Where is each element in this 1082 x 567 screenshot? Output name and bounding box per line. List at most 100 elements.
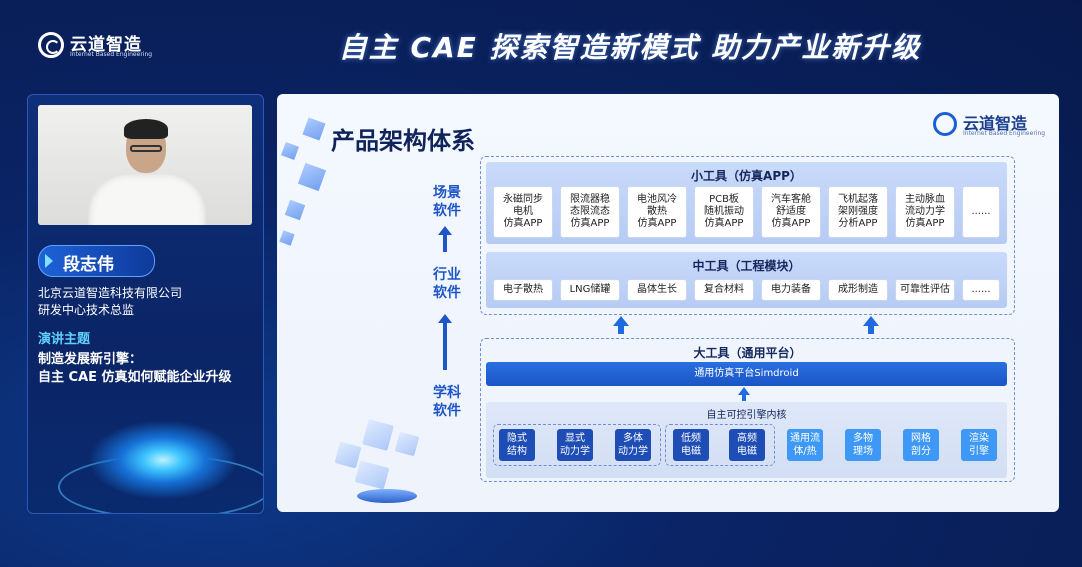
kernel-item: 多体动力学 — [615, 429, 651, 461]
brand-icon — [933, 112, 957, 136]
medium-tool-item: 晶体生长 — [627, 279, 687, 301]
small-tool-item: PCB板随机振动仿真APP — [694, 186, 754, 238]
kernel-item-line: 网格 — [911, 433, 931, 444]
layer-label-industry: 行业 软件 — [433, 267, 461, 301]
kernel-item-line: 结构 — [507, 446, 527, 457]
speaker-video — [38, 105, 252, 225]
small-tool-item-line: 限流器稳 — [570, 194, 610, 205]
kernel-item-line: 电磁 — [681, 446, 701, 457]
small-tool-item-line: 电池风冷 — [637, 194, 677, 205]
arrow-up-icon — [863, 316, 879, 326]
small-tool-item: ...... — [962, 186, 1000, 238]
logo-name: 云道智造 — [70, 35, 142, 55]
kernel-item: 显式动力学 — [557, 429, 593, 461]
medium-tool-item: 电子散热 — [493, 279, 553, 301]
kernel-item: 低频电磁 — [673, 429, 709, 461]
kernel-item: 通用流体/热 — [787, 429, 823, 461]
medium-tool-item: 可靠性评估 — [895, 279, 955, 301]
slide: 产品架构体系 云道智造 Internet Based Engineering 场… — [277, 94, 1059, 512]
medium-tool-item: 电力装备 — [761, 279, 821, 301]
topic: 制造发展新引擎： 自主 CAE 仿真如何赋能企业升级 — [38, 351, 232, 387]
medium-tools-title: 中工具（工程模块） — [692, 259, 801, 273]
platform-bar: 通用仿真平台Simdroid — [486, 362, 1007, 386]
small-tool-item-line: 仿真APP — [771, 218, 811, 229]
kernel-item-line: 通用流 — [790, 433, 820, 444]
layer-label-discipline: 学科 软件 — [433, 385, 461, 419]
small-tools-title: 小工具（仿真APP） — [691, 169, 802, 183]
tools-upper-frame — [480, 156, 1015, 315]
medium-tool-item: LNG储罐 — [560, 279, 620, 301]
brand-name: 云道智造 — [963, 114, 1028, 133]
small-tool-item-line: 分析APP — [838, 218, 878, 229]
kernel-item-line: 剖分 — [911, 446, 931, 457]
medium-tool-item: 复合材料 — [694, 279, 754, 301]
play-triangle-icon — [45, 254, 53, 268]
small-tool-item-line: 仿真APP — [637, 218, 677, 229]
topic-heading: 演讲主题 — [38, 332, 91, 347]
kernel-item: 高频电磁 — [729, 429, 765, 461]
kernel-item-line: 动力学 — [560, 446, 590, 457]
speaker-name: 段志伟 — [63, 255, 114, 275]
speaker-affiliation: 北京云道智造科技有限公司 研发中心技术总监 — [38, 285, 182, 319]
decor-pedestal — [357, 489, 417, 503]
logo: 云道智造 Internet Based Engineering — [38, 28, 158, 62]
small-tool-item-line: 舒适度 — [776, 206, 806, 217]
topic-line-2: 自主 CAE 仿真如何赋能企业升级 — [38, 370, 232, 385]
kernel-item-line: 隐式 — [507, 433, 527, 444]
topic-line-1: 制造发展新引擎： — [38, 352, 143, 367]
small-tool-item-line: 飞机起落 — [838, 194, 878, 205]
kernel-item-line: 电磁 — [737, 446, 757, 457]
small-tool-item-line: 仿真APP — [503, 218, 543, 229]
kernel-item-line: 多物 — [853, 433, 873, 444]
small-tool-item-line: ...... — [971, 206, 991, 217]
arrow-up-icon — [438, 314, 452, 370]
small-tool-item-line: 永磁同步 — [503, 194, 543, 205]
brand-subtitle: Internet Based Engineering — [963, 130, 1046, 137]
kernel-item-line: 理场 — [853, 446, 873, 457]
small-tool-item-line: 态限流态 — [570, 206, 610, 217]
small-tool-item-line: 主动脉血 — [905, 194, 945, 205]
kernel-group-2 — [665, 424, 775, 466]
kernel-group-1 — [493, 424, 661, 466]
kernel-item-line: 显式 — [565, 433, 585, 444]
kernel-item: 隐式结构 — [499, 429, 535, 461]
kernel-item-line: 高频 — [737, 433, 757, 444]
decor-orb — [88, 420, 238, 500]
kernel-item-line: 体/热 — [793, 446, 817, 457]
small-tool-item-line: 流动力学 — [905, 206, 945, 217]
small-tool-item: 永磁同步电机仿真APP — [493, 186, 553, 238]
kernel-item-line: 动力学 — [618, 446, 648, 457]
small-tool-item-line: 架刚强度 — [838, 206, 878, 217]
kernel-item-line: 渲染 — [969, 433, 989, 444]
headline: 自主 CAE 探索智造新模式 助力产业新升级 — [338, 31, 922, 64]
logo-icon — [38, 32, 64, 58]
kernel-label: 自主可控引擎内核 — [706, 410, 787, 421]
small-tool-item: 限流器稳态限流态仿真APP — [560, 186, 620, 238]
small-tool-item-line: 电机 — [513, 206, 533, 217]
slide-title: 产品架构体系 — [331, 127, 475, 155]
kernel-item-line: 多体 — [623, 433, 643, 444]
medium-tool-item: ...... — [962, 279, 1000, 301]
small-tool-item-line: 散热 — [647, 206, 667, 217]
kernel-item: 网格剖分 — [903, 429, 939, 461]
medium-tool-item: 成形制造 — [828, 279, 888, 301]
small-tool-item: 飞机起落架刚强度分析APP — [828, 186, 888, 238]
arrow-up-icon — [438, 226, 452, 252]
speaker-panel: 段志伟 北京云道智造科技有限公司 研发中心技术总监 演讲主题 制造发展新引擎： … — [27, 94, 264, 514]
small-tool-item-line: 仿真APP — [905, 218, 945, 229]
small-tool-item-line: 汽车客舱 — [771, 194, 811, 205]
kernel-item-line: 低频 — [681, 433, 701, 444]
arrow-up-icon — [613, 316, 629, 326]
small-tool-item-line: 仿真APP — [570, 218, 610, 229]
logo-subtitle: Internet Based Engineering — [70, 51, 153, 58]
large-tools-title: 大工具（通用平台） — [693, 346, 802, 360]
small-tool-item: 汽车客舱舒适度仿真APP — [761, 186, 821, 238]
small-tool-item: 主动脉血流动力学仿真APP — [895, 186, 955, 238]
layer-label-scene: 场景 软件 — [433, 185, 461, 219]
speaker-name-badge: 段志伟 — [38, 245, 155, 277]
kernel-item: 渲染引擎 — [961, 429, 997, 461]
speaker-role: 研发中心技术总监 — [38, 303, 135, 317]
small-tool-item-line: 仿真APP — [704, 218, 744, 229]
decor-cubes — [277, 114, 327, 254]
kernel-item: 多物理场 — [845, 429, 881, 461]
